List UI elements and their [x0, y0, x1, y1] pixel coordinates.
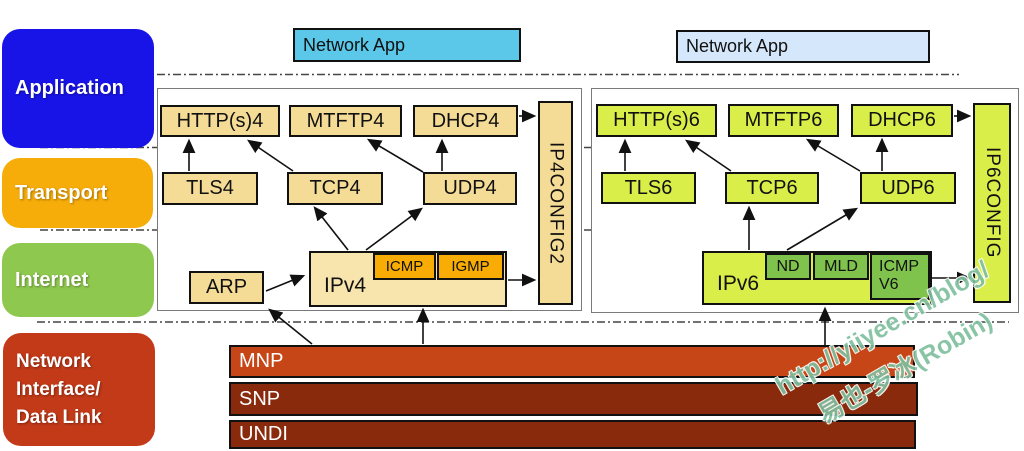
layer-network-interface: Network Interface/ Data Link	[3, 333, 155, 446]
box-ipv6-label: IPv6	[717, 272, 760, 295]
box-udp4: UDP4	[423, 172, 517, 205]
bar-undi: UNDI	[229, 420, 916, 449]
box-dhcp4-label: DHCP4	[431, 109, 500, 132]
box-tls4-label: TLS4	[186, 177, 234, 199]
box-nd-label: ND	[776, 257, 800, 275]
network-app-v4-label: Network App	[303, 34, 406, 55]
box-http6: HTTP(s)6	[596, 104, 717, 137]
box-dhcp6: DHCP6	[851, 104, 953, 137]
network-app-v6-label: Network App	[686, 36, 789, 56]
box-http6-label: HTTP(s)6	[613, 109, 700, 131]
layer-network-interface-line1: Network	[16, 350, 91, 372]
layer-transport-label: Transport	[15, 181, 108, 204]
bar-mnp: MNP	[229, 345, 915, 378]
layer-transport: Transport	[2, 158, 153, 228]
box-arp: ARP	[189, 271, 264, 304]
box-ip4config2-label: IP4CONFIG2	[545, 141, 567, 265]
box-icmpv6-label: ICMP V6	[879, 258, 919, 293]
layer-network-interface-line2: Interface/	[16, 378, 101, 400]
bar-mnp-label: MNP	[239, 350, 284, 372]
box-udp6-label: UDP6	[881, 176, 935, 199]
box-igmp-label: IGMP	[451, 258, 490, 275]
box-tcp6: TCP6	[725, 172, 819, 204]
box-mtftp4-label: MTFTP4	[306, 109, 385, 132]
layer-application: Application	[2, 29, 154, 148]
box-udp6: UDP6	[860, 172, 956, 204]
bar-undi-label: UNDI	[239, 423, 288, 445]
box-ip6config-label: IP6CONFIG	[982, 147, 1003, 259]
box-udp4-label: UDP4	[443, 177, 497, 199]
layer-internet: Internet	[2, 243, 154, 317]
box-mld: MLD	[813, 253, 869, 280]
layer-network-interface-line3: Data Link	[16, 406, 102, 428]
box-tls6: TLS6	[601, 172, 696, 204]
box-icmpv6: ICMP V6	[870, 253, 930, 300]
box-ip4config2: IP4CONFIG2	[538, 101, 573, 305]
network-app-v4-box: Network App	[293, 28, 521, 62]
box-dhcp4: DHCP4	[413, 105, 518, 137]
box-dhcp6-label: DHCP6	[868, 109, 936, 131]
box-nd: ND	[765, 253, 811, 280]
box-mtftp4: MTFTP4	[289, 105, 402, 137]
box-icmp-label: ICMP	[385, 258, 424, 275]
box-tcp6-label: TCP6	[746, 176, 798, 199]
box-mtftp6: MTFTP6	[728, 104, 839, 137]
box-mld-label: MLD	[824, 257, 858, 275]
layer-internet-label: Internet	[15, 268, 89, 291]
box-igmp: IGMP	[437, 253, 504, 280]
box-tls6-label: TLS6	[624, 176, 673, 199]
box-tcp4-label: TCP4	[309, 177, 361, 199]
bar-snp: SNP	[229, 382, 918, 416]
box-ipv4-label: IPv4	[324, 274, 367, 297]
network-app-v6-box: Network App	[676, 30, 930, 63]
box-arp-label: ARP	[205, 276, 248, 298]
layer-application-label: Application	[15, 77, 124, 99]
box-http4: HTTP(s)4	[160, 105, 280, 137]
box-tcp4: TCP4	[287, 172, 383, 205]
box-icmp: ICMP	[373, 253, 436, 280]
box-ip6config: IP6CONFIG	[973, 103, 1011, 303]
box-mtftp6-label: MTFTP6	[744, 109, 823, 131]
bar-snp-label: SNP	[239, 387, 281, 410]
box-tls4: TLS4	[162, 172, 258, 205]
box-http4-label: HTTP(s)4	[176, 109, 264, 132]
